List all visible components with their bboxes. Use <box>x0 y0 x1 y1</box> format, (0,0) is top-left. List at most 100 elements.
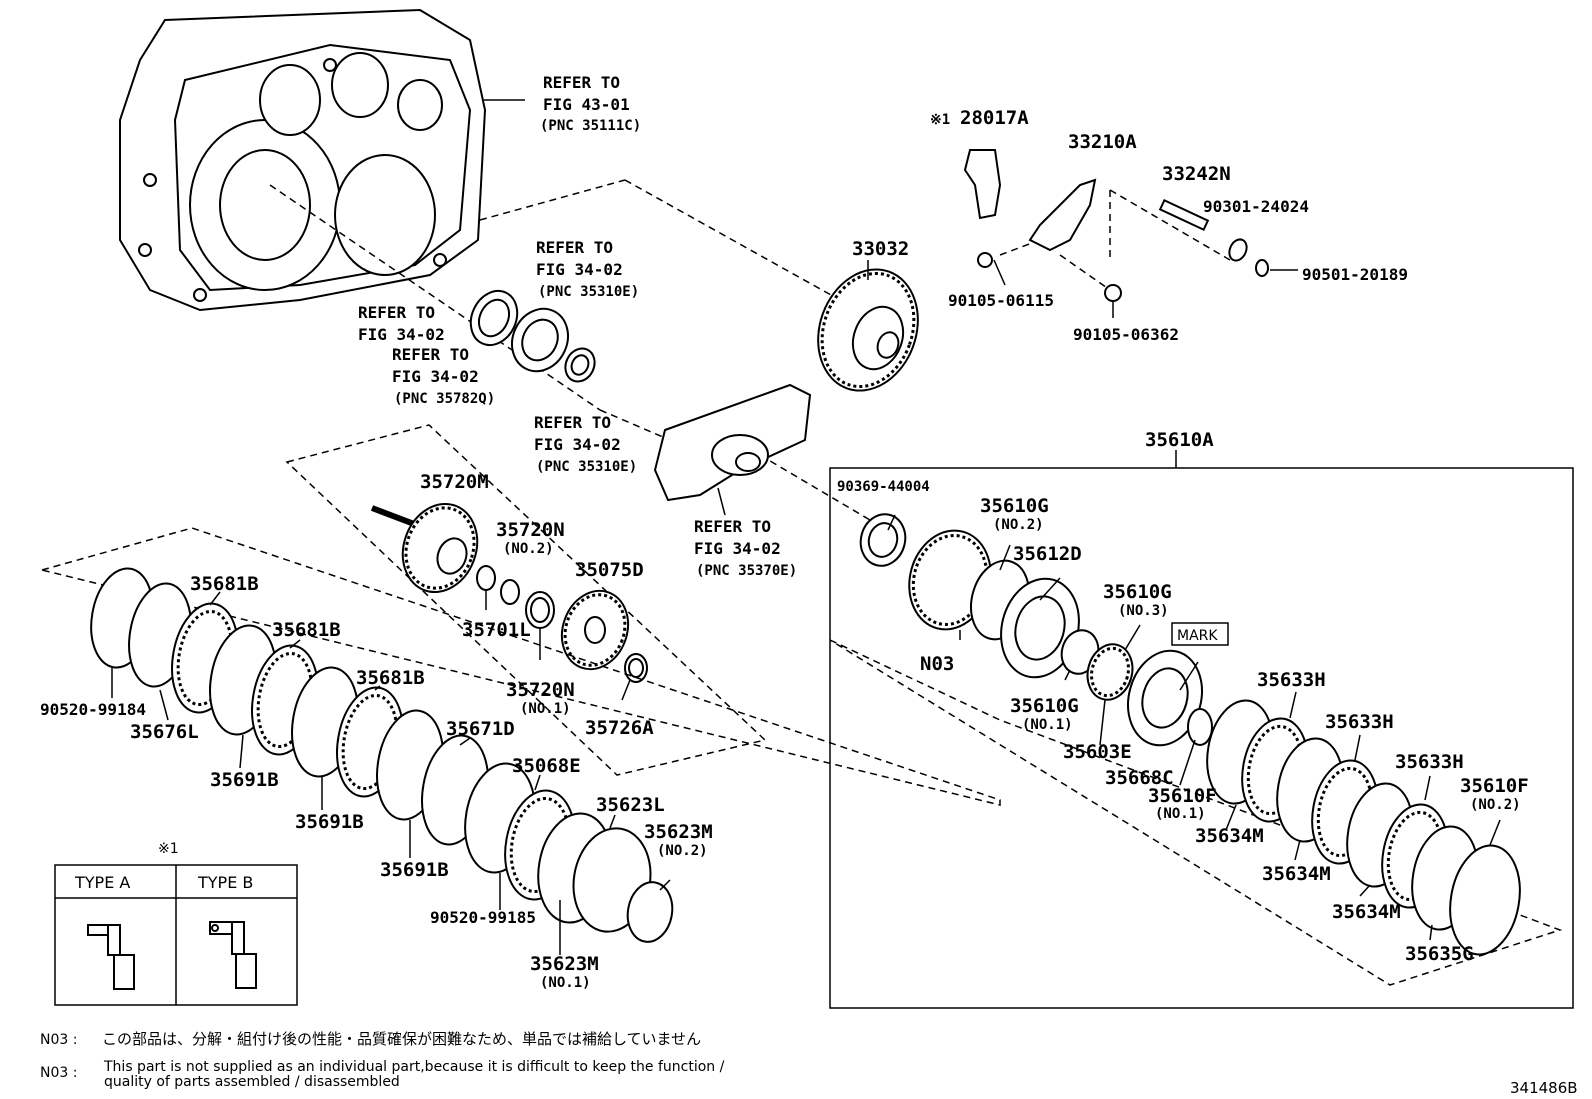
clutch-discs-left-drawing <box>90 567 674 943</box>
label-35681B-b: 35681B <box>272 619 341 641</box>
note-en-code: N03 : <box>40 1065 77 1081</box>
assembly-35610A-box <box>829 467 1574 1009</box>
case-seal-parts <box>469 289 596 383</box>
ref-c-line3: (PNC 35782Q) <box>394 391 495 407</box>
label-35623M-no2-sub: (NO.2) <box>657 843 708 859</box>
label-35610F-no2-sub: (NO.2) <box>1470 797 1521 813</box>
ref-case-line2: FIG 43-01 <box>543 95 630 114</box>
ref-a-line3: (PNC 35310E) <box>538 284 639 300</box>
ref-c-line2: FIG 34-02 <box>392 367 479 386</box>
label-90105-06115: 90105-06115 <box>948 291 1054 310</box>
label-35610A: 35610A <box>1145 429 1214 451</box>
ref-a-line2: FIG 34-02 <box>536 260 623 279</box>
label-35635G: 35635G <box>1405 943 1474 965</box>
label-90501-20189: 90501-20189 <box>1302 265 1408 284</box>
label-35610G-no1-sub: (NO.1) <box>1022 717 1073 733</box>
label-35676L: 35676L <box>130 721 199 743</box>
label-90520-99185: 90520-99185 <box>430 908 536 927</box>
label-35623M-no2: 35623M <box>644 821 713 843</box>
label-35634M-a: 35634M <box>1195 825 1264 847</box>
clutch-discs-right-drawing <box>859 513 1521 956</box>
label-35668C: 35668C <box>1105 767 1174 789</box>
label-35633H-c: 35633H <box>1395 751 1464 773</box>
ref-d-line3: (PNC 35310E) <box>536 459 637 475</box>
oil-pump-plate-drawing <box>653 383 812 516</box>
gear-33032-drawing <box>817 260 919 392</box>
clutch-left-leaders <box>111 591 671 955</box>
label-35623L: 35623L <box>596 794 665 816</box>
label-35720N-no1: 35720N <box>506 679 575 701</box>
label-35720N-no2: 35720N <box>496 519 565 541</box>
ref-case-line3: (PNC 35111C) <box>540 118 641 134</box>
ref-c-line1: REFER TO <box>392 345 469 364</box>
label-35603E: 35603E <box>1063 741 1132 763</box>
planetary-carrier-drawing <box>370 502 648 701</box>
ref-label-c: REFER TO FIG 34-02 (PNC 35782Q) <box>392 345 495 407</box>
ref-a-line1: REFER TO <box>536 238 613 257</box>
type-b-bracket-drawing <box>209 921 257 989</box>
ref-e-line3: (PNC 35370E) <box>696 563 797 579</box>
label-35681B-c: 35681B <box>356 667 425 689</box>
ref-d-line2: FIG 34-02 <box>534 435 621 454</box>
label-35681B-a: 35681B <box>190 573 259 595</box>
ref-d-line1: REFER TO <box>534 413 611 432</box>
footnotes: N03 : この部品は、分解・組付け後の性能・品質確保が困難なため、単品では補給… <box>40 1030 725 1090</box>
label-35610G-no2: 35610G <box>980 495 1049 517</box>
label-35610F-no1: 35610F <box>1148 785 1217 807</box>
label-35075D: 35075D <box>575 559 644 581</box>
label-28017A: 28017A <box>960 107 1029 129</box>
planetary-group-boundary <box>285 424 767 776</box>
note-en-text-line2: quality of parts assembled / disassemble… <box>104 1074 400 1090</box>
transaxle-case-drawing <box>119 8 525 312</box>
label-35671D: 35671D <box>446 718 515 740</box>
ref-label-a: REFER TO FIG 34-02 (PNC 35310E) <box>536 238 639 300</box>
ref-b-line2: FIG 34-02 <box>358 325 445 344</box>
label-35068E: 35068E <box>512 755 581 777</box>
ref-e-line2: FIG 34-02 <box>694 539 781 558</box>
label-35633H-b: 35633H <box>1325 711 1394 733</box>
label-35610F-no2: 35610F <box>1460 775 1529 797</box>
label-35691B-b: 35691B <box>295 811 364 833</box>
manual-valve-parts-drawing <box>963 149 1298 318</box>
type-variant-table: ※1 TYPE A TYPE B <box>54 841 298 1006</box>
label-35610G-no2-sub: (NO.2) <box>993 517 1044 533</box>
label-35691B-a: 35691B <box>210 769 279 791</box>
label-n03: N03 <box>920 653 954 675</box>
ref-label-e: REFER TO FIG 34-02 (PNC 35370E) <box>694 517 797 579</box>
label-35623M-no1: 35623M <box>530 953 599 975</box>
label-90301-24024: 90301-24024 <box>1203 197 1309 216</box>
ref-label-b: REFER TO FIG 34-02 <box>358 303 445 344</box>
label-35720N-no2-sub: (NO.2) <box>503 541 554 557</box>
label-35634M-c: 35634M <box>1332 901 1401 923</box>
type-table-mark: ※1 <box>158 841 179 857</box>
label-33032: 33032 <box>852 238 909 260</box>
label-35720N-no1-sub: (NO.1) <box>520 701 571 717</box>
ref-e-line1: REFER TO <box>694 517 771 536</box>
label-28017A-mark: ※1 <box>930 112 950 128</box>
note-en-text-line1: This part is not supplied as an individu… <box>103 1059 725 1075</box>
label-90105-06362: 90105-06362 <box>1073 325 1179 344</box>
label-90369-44004: 90369-44004 <box>837 479 930 495</box>
assembly-35610A-axis <box>829 639 1563 986</box>
note-jp-code: N03 : <box>40 1032 77 1048</box>
label-35610F-no1-sub: (NO.1) <box>1155 806 1206 822</box>
ref-label-d: REFER TO FIG 34-02 (PNC 35310E) <box>534 413 637 475</box>
label-35691B-c: 35691B <box>380 859 449 881</box>
clutch-pack-boundary <box>39 527 1001 806</box>
ref-label-case: REFER TO FIG 43-01 (PNC 35111C) <box>540 73 641 134</box>
label-35633H-a: 35633H <box>1257 669 1326 691</box>
diagram-id: 341486B <box>1510 1079 1578 1097</box>
label-35701L: 35701L <box>462 619 531 641</box>
assembly-35610A-leaders <box>887 514 1501 941</box>
label-35610G-no3-sub: (NO.3) <box>1118 603 1169 619</box>
label-35726A: 35726A <box>585 717 654 739</box>
label-33210A: 33210A <box>1068 131 1137 153</box>
note-jp-text: この部品は、分解・組付け後の性能・品質確保が困難なため、単品では補給していません <box>102 1030 701 1048</box>
type-b-header: TYPE B <box>197 873 253 892</box>
label-35612D: 35612D <box>1013 543 1082 565</box>
type-a-header: TYPE A <box>74 873 130 892</box>
assembly-axis-lines <box>269 179 1231 521</box>
mark-box <box>1171 622 1229 646</box>
label-90520-99184: 90520-99184 <box>40 700 146 719</box>
